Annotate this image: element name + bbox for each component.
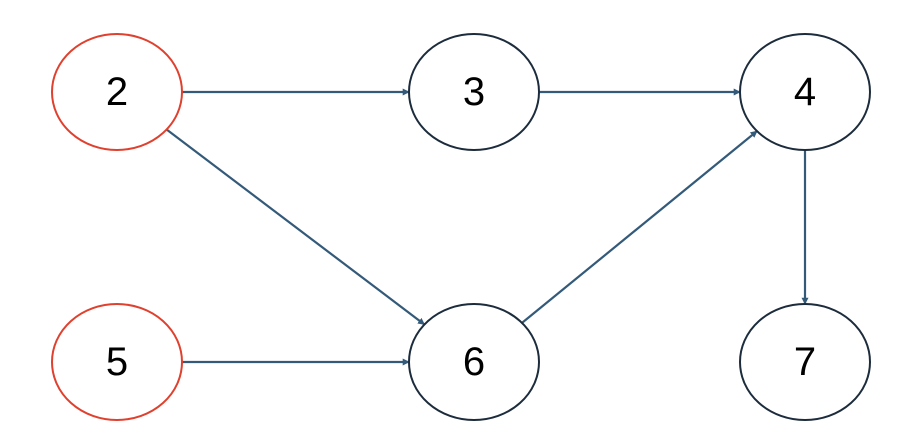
node-5-label: 5 [106,340,128,384]
edge-2-to-6 [165,128,426,326]
edges-layer [165,88,809,366]
node-6-circle [408,303,540,421]
node-7: 7 [739,303,871,421]
node-6: 6 [408,303,540,421]
node-4: 4 [739,33,871,151]
node-7-label: 7 [794,340,816,384]
node-3: 3 [408,33,540,151]
node-2: 2 [51,33,183,151]
node-5: 5 [51,303,183,421]
node-7-circle [739,303,871,421]
node-2-circle [51,33,183,151]
node-4-label: 4 [794,70,816,114]
nodes-layer: 2 3 4 5 6 7 [51,33,871,421]
node-3-circle [408,33,540,151]
node-6-label: 6 [463,340,485,384]
node-2-label: 2 [106,70,128,114]
node-5-circle [51,303,183,421]
node-3-label: 3 [463,70,485,114]
edge-6-to-4 [521,130,758,324]
node-4-circle [739,33,871,151]
